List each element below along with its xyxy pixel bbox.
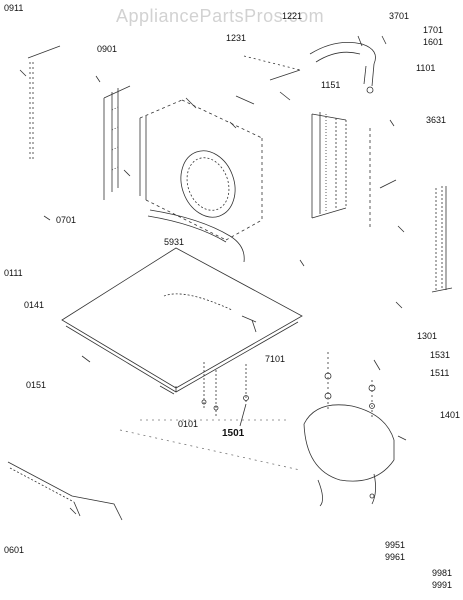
right-coil-3631 bbox=[379, 179, 453, 293]
bottom-base-rail bbox=[7, 461, 123, 521]
label-0101: 0101 bbox=[178, 419, 199, 429]
label-0111: 0111 bbox=[4, 268, 23, 278]
label-1601: 1601 bbox=[423, 37, 444, 47]
label-1511: 1511 bbox=[430, 368, 450, 378]
label-0901: 0901 bbox=[97, 44, 118, 54]
label-1221: 1221 bbox=[282, 11, 303, 21]
label-1531: 1531 bbox=[430, 350, 451, 360]
label-9981: 9981 bbox=[432, 568, 453, 578]
label-7101: 7101 bbox=[265, 354, 286, 364]
label-9961: 9961 bbox=[385, 552, 406, 562]
label-1401: 1401 bbox=[440, 410, 461, 420]
outline-ghost bbox=[119, 419, 301, 471]
base-pan bbox=[61, 247, 303, 395]
label-1701: 1701 bbox=[423, 25, 444, 35]
gasket-strip-5931 bbox=[147, 209, 245, 263]
label-0701: 0701 bbox=[56, 215, 77, 225]
label-1101: 1101 bbox=[416, 63, 436, 73]
rod-part-0911 bbox=[19, 45, 61, 160]
label-9991: 9991 bbox=[432, 580, 453, 590]
leader-lines bbox=[43, 169, 405, 309]
label-0911: 0911 bbox=[4, 3, 24, 13]
screw-set-1501 bbox=[201, 362, 249, 427]
label-1231: 1231 bbox=[226, 33, 247, 43]
label-1151: 1151 bbox=[321, 80, 341, 90]
label-0601: 0601 bbox=[4, 545, 25, 555]
pipe-assembly bbox=[309, 35, 387, 94]
label-0151: 0151 bbox=[26, 380, 47, 390]
label-3701: 3701 bbox=[389, 11, 410, 21]
label-5931: 5931 bbox=[164, 237, 185, 247]
label-3631: 3631 bbox=[426, 115, 447, 125]
label-9951: 9951 bbox=[385, 540, 406, 550]
label-0141: 0141 bbox=[24, 300, 45, 310]
coil-panel-0901 bbox=[95, 75, 131, 200]
watermark: AppliancePartsPros.com bbox=[116, 6, 325, 26]
label-1501: 1501 bbox=[222, 428, 245, 439]
center-coil-1151 bbox=[311, 112, 395, 230]
label-1301: 1301 bbox=[417, 331, 438, 341]
compressor-assembly bbox=[303, 352, 407, 507]
blower-housing bbox=[139, 97, 263, 241]
top-bracket bbox=[235, 55, 301, 105]
